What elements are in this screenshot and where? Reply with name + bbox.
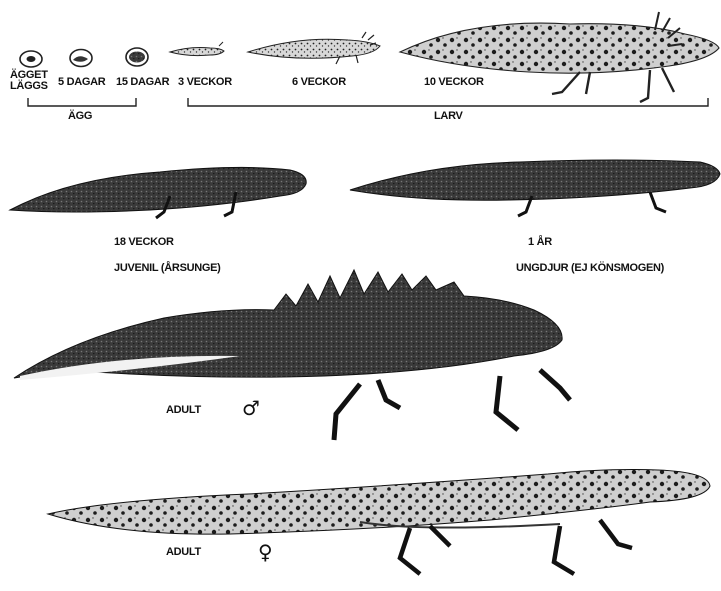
- newt-female-icon: [48, 470, 710, 575]
- newt-juvenile-icon: [10, 167, 306, 218]
- stage-egg-laid-line2: LÄGGS: [10, 81, 48, 92]
- juvenile-age-label: 18 VECKOR: [114, 236, 174, 248]
- female-symbol-icon: ♀: [258, 540, 273, 564]
- subadult-label: UNGDJUR (EJ KÖNSMOGEN): [516, 262, 664, 274]
- stage-larva-3-weeks-label: 3 VECKOR: [178, 76, 232, 88]
- group-egg-label: ÄGG: [68, 110, 92, 122]
- larva-bracket: [188, 98, 708, 106]
- egg-icon: [20, 51, 42, 67]
- egg-bracket: [28, 98, 136, 106]
- subadult-age-label: 1 ÅR: [528, 236, 552, 248]
- male-symbol-icon: ♂: [242, 396, 260, 420]
- stage-larva-10-weeks-label: 10 VECKOR: [424, 76, 484, 88]
- egg-icon: [126, 48, 148, 66]
- juvenile-label: JUVENIL (ÅRSUNGE): [114, 262, 221, 274]
- newt-male-icon: [14, 270, 570, 440]
- adult-male-label: ADULT: [166, 404, 201, 416]
- larva-icon: [400, 12, 719, 102]
- stage-egg-15-days-label: 15 DAGAR: [116, 76, 169, 88]
- adult-female-label: ADULT: [166, 546, 201, 558]
- newt-subadult-icon: [350, 160, 720, 216]
- stage-egg-laid-label: ÄGGET LÄGGS: [10, 70, 48, 92]
- stage-larva-6-weeks-label: 6 VECKOR: [292, 76, 346, 88]
- group-larva-label: LARV: [434, 110, 463, 122]
- stage-egg-5-days-label: 5 DAGAR: [58, 76, 105, 88]
- larva-icon: [170, 42, 224, 56]
- egg-icon: [70, 50, 92, 67]
- larva-icon: [248, 32, 380, 64]
